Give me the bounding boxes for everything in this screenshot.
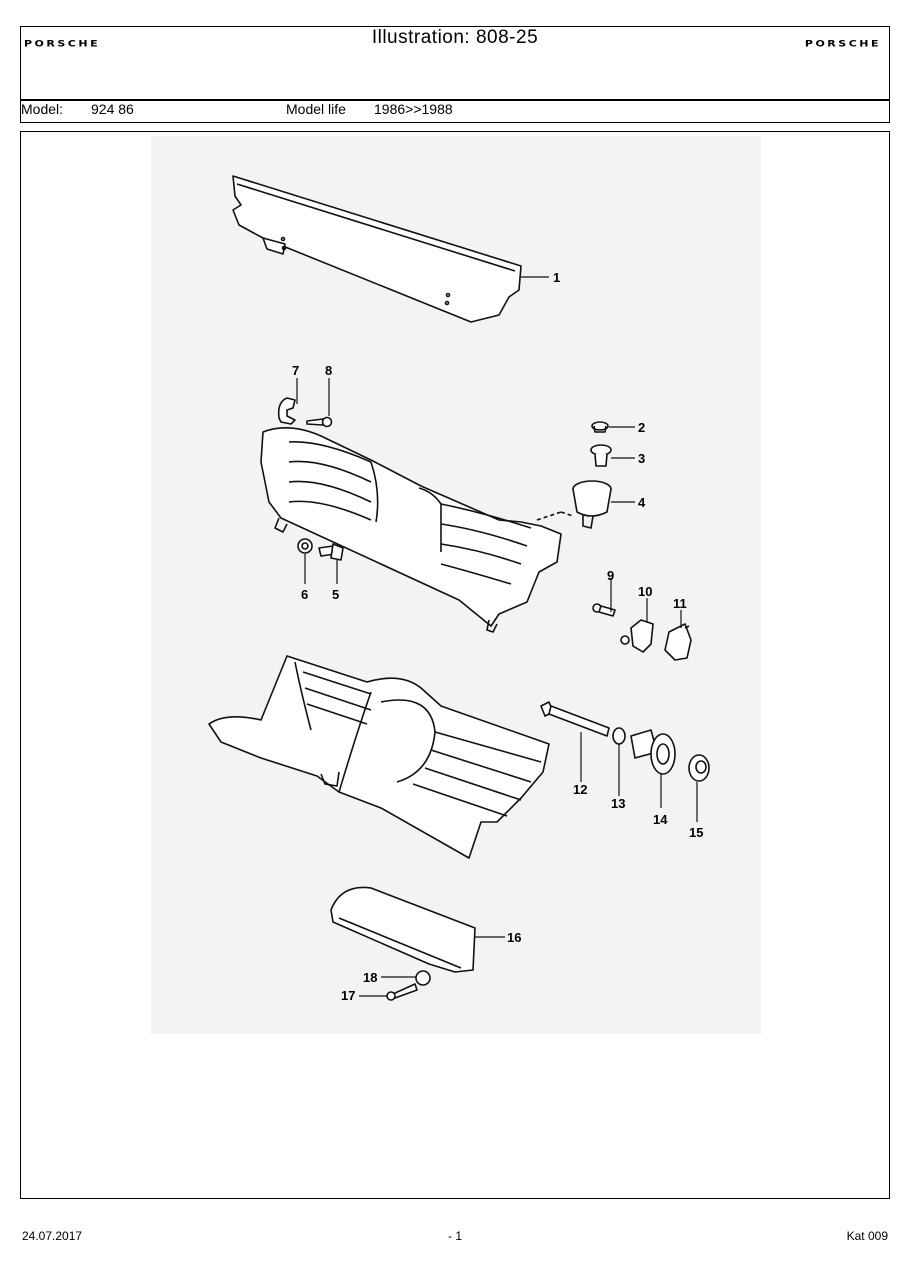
model-value: 924 86 <box>91 101 134 117</box>
part-15-ring <box>688 754 710 782</box>
part-18-washer <box>415 970 431 986</box>
footer-page-number: - 1 <box>447 1229 462 1243</box>
part-11-clip <box>664 623 692 661</box>
callout-10: 10 <box>638 584 652 599</box>
part-13-nut <box>612 727 626 745</box>
model-life-label: Model life <box>286 101 346 117</box>
leader-lines <box>296 276 698 997</box>
part-3-knob <box>590 444 612 467</box>
illustration-frame: 1 2 3 4 5 6 7 8 9 10 11 12 13 14 15 16 1… <box>20 131 890 1199</box>
footer-catalog: Kat 009 <box>846 1229 888 1243</box>
part-6-washer <box>297 538 313 554</box>
callout-14: 14 <box>653 812 668 827</box>
part-7-handle <box>277 397 296 425</box>
callout-2: 2 <box>638 420 645 435</box>
illustration-title: Illustration: 808-25 <box>371 27 539 48</box>
callout-17: 17 <box>341 988 355 1003</box>
part-5-bolt <box>318 543 344 561</box>
callout-12: 12 <box>573 782 587 797</box>
part-10-bracket <box>620 619 654 653</box>
callout-15: 15 <box>689 825 703 840</box>
part-9-screw <box>592 603 616 617</box>
porsche-logo-left: PORSCHE <box>24 38 101 49</box>
header-divider <box>21 99 889 101</box>
part-14-grommet <box>630 729 676 775</box>
part-2-cap <box>591 421 609 433</box>
callout-13: 13 <box>611 796 625 811</box>
header-box: PORSCHE Illustration: 808-25 PORSCHE Mod… <box>20 26 890 123</box>
callout-9: 9 <box>607 568 614 583</box>
parts-diagram: 1 2 3 4 5 6 7 8 9 10 11 12 13 14 15 16 1… <box>208 175 710 1003</box>
porsche-logo-right: PORSCHE <box>804 38 881 49</box>
seat-backrest <box>260 427 562 633</box>
callout-5: 5 <box>332 587 339 602</box>
callout-16: 16 <box>507 930 521 945</box>
part-17-screw <box>386 983 418 1001</box>
callout-8: 8 <box>325 363 332 378</box>
seat-cushion <box>208 655 550 859</box>
part-12-long-bolt <box>540 701 610 737</box>
callout-1: 1 <box>553 270 560 285</box>
part-4-cup <box>536 480 612 529</box>
part-8-screw <box>306 416 333 428</box>
footer-date: 24.07.2017 <box>22 1229 83 1243</box>
callout-7: 7 <box>292 363 299 378</box>
callout-18: 18 <box>363 970 377 985</box>
callout-6: 6 <box>301 587 308 602</box>
callout-3: 3 <box>638 451 645 466</box>
callout-4: 4 <box>638 495 646 510</box>
callout-11: 11 <box>673 596 687 611</box>
part-16-cover <box>330 886 476 973</box>
model-label: Model: <box>21 101 64 117</box>
part-1-panel <box>232 175 522 323</box>
model-life-value: 1986>>1988 <box>374 101 453 117</box>
